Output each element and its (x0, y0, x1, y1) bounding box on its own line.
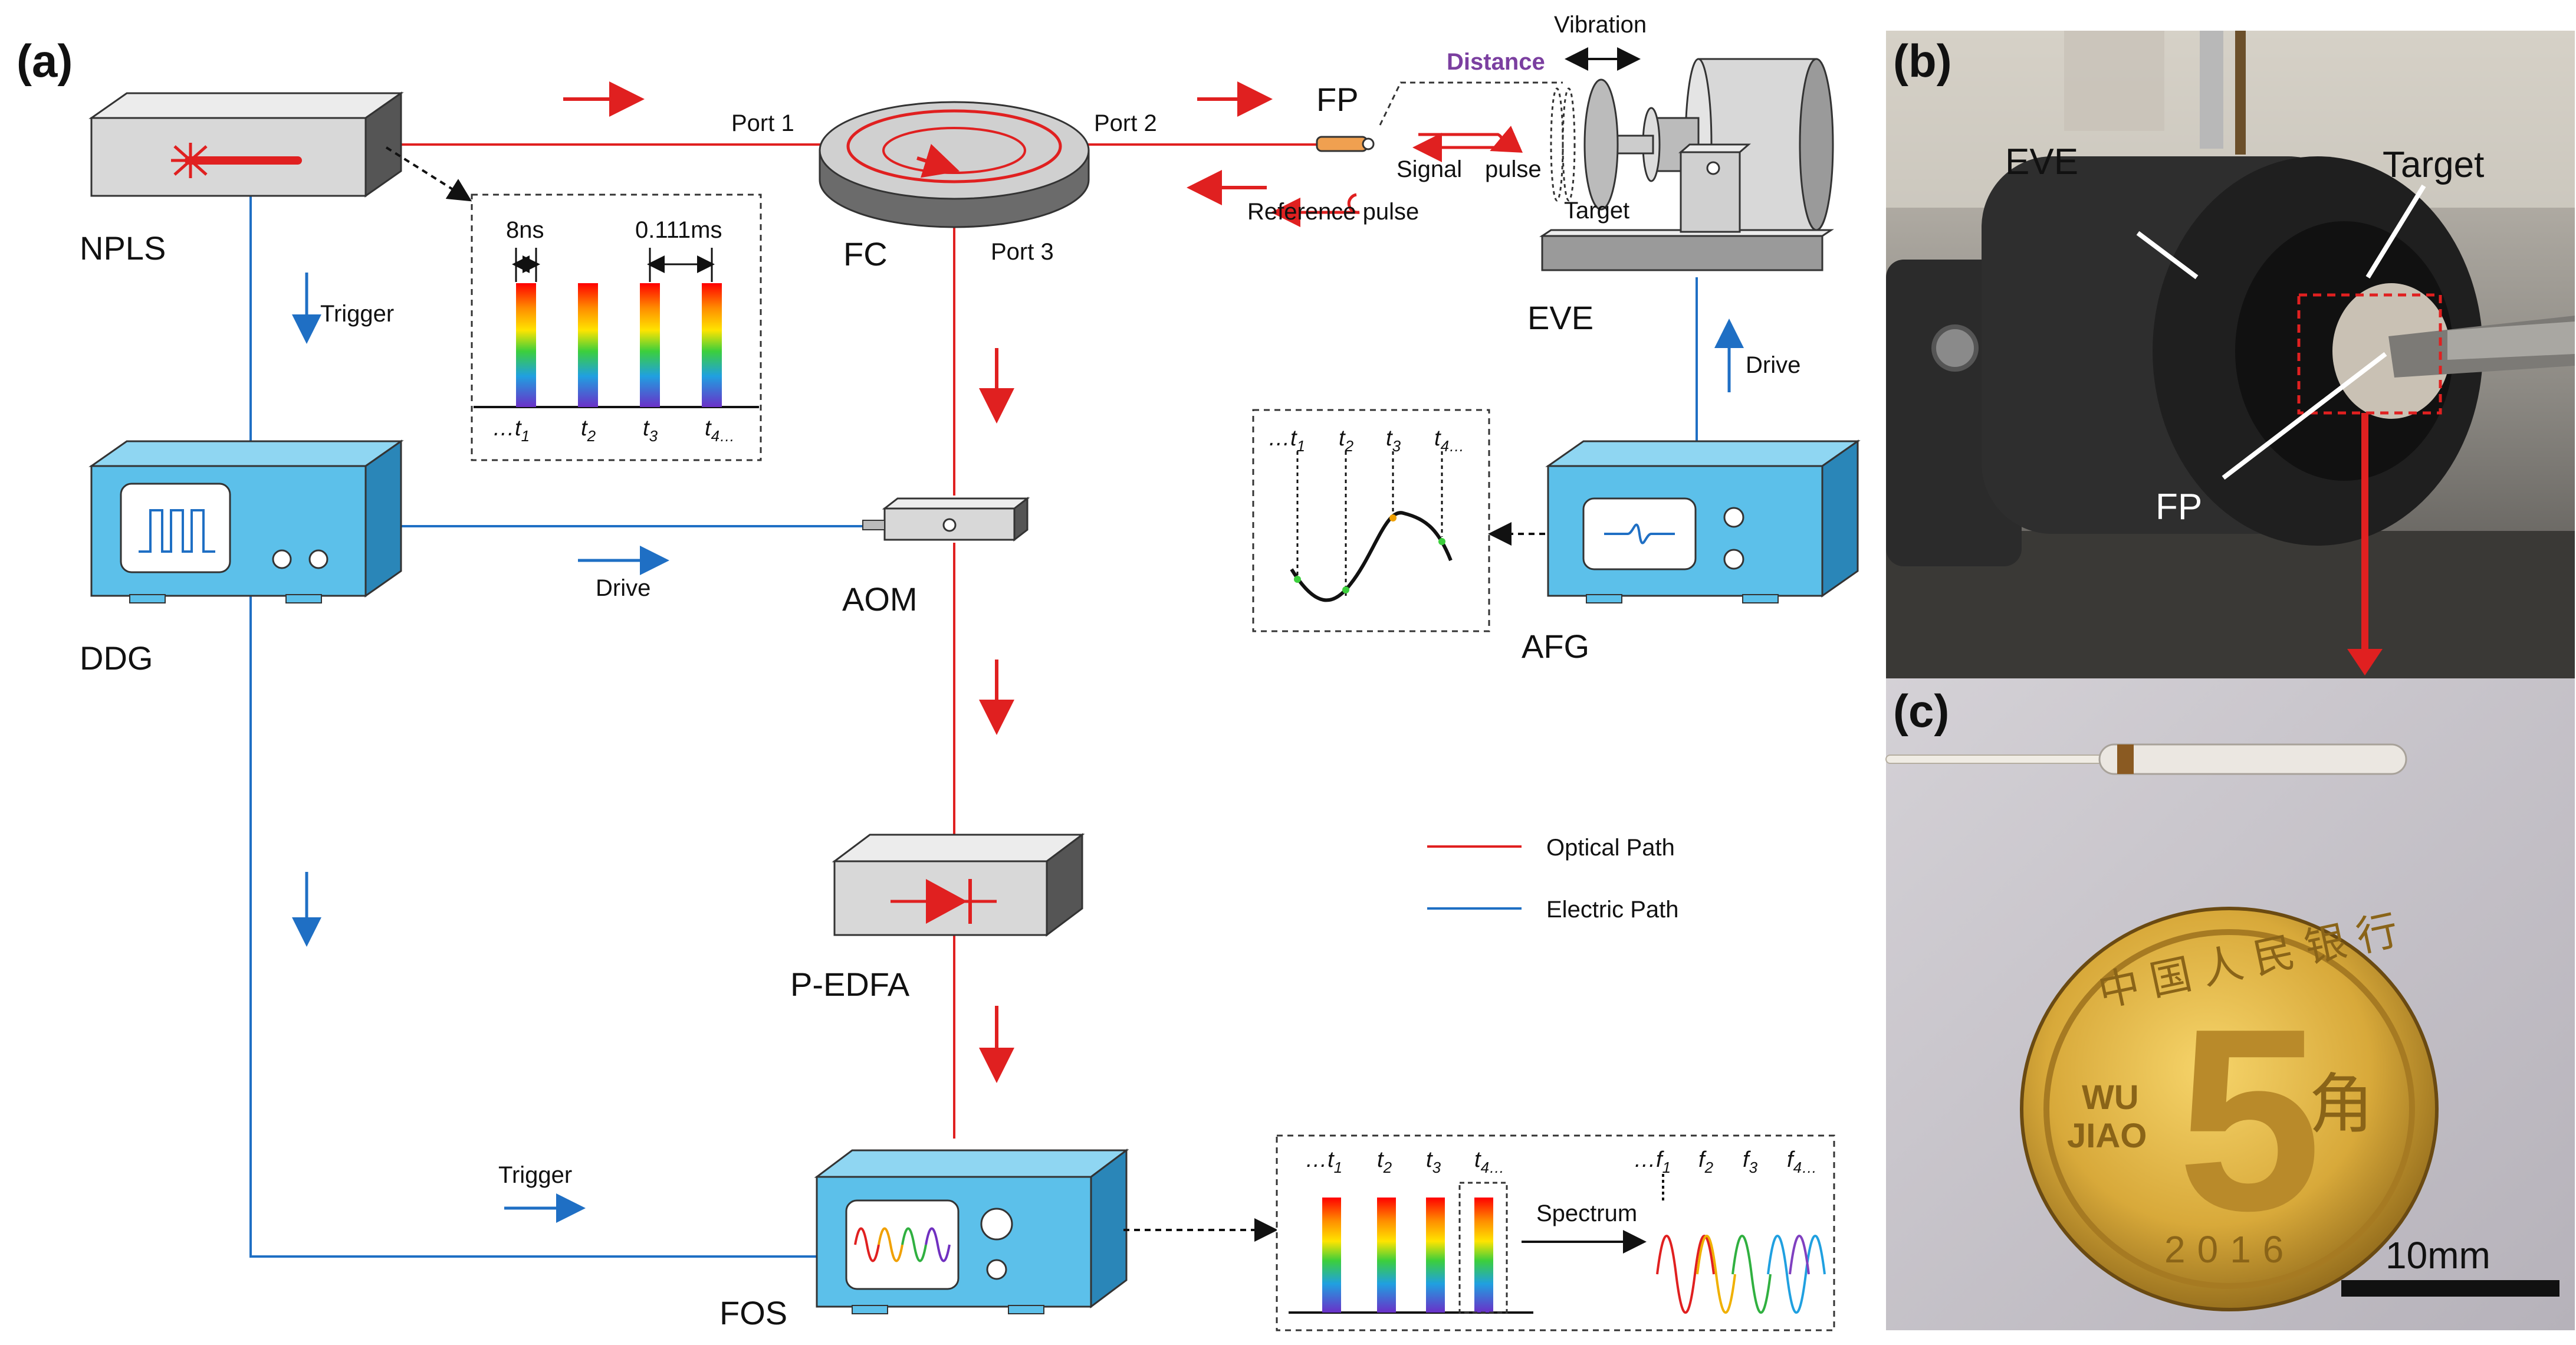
svg-text:t2: t2 (581, 416, 596, 445)
sine-display-icon (1604, 523, 1675, 544)
svg-text:…t1: …t1 (492, 416, 530, 445)
photo-b-eve-label: EVE (2005, 142, 2078, 182)
port3-label: Port 3 (991, 239, 1054, 265)
waveform-tick-labels: …t1 t2 t3 t4… (1268, 426, 1464, 455)
coin-value: 5 (2177, 975, 2322, 1265)
svg-text:t3: t3 (643, 416, 658, 445)
svg-text:f4…: f4… (1787, 1147, 1817, 1176)
pulse-label: pulse (1485, 156, 1542, 182)
pulse-bar-3 (640, 283, 660, 407)
coin-year: 2016 (2164, 1228, 2295, 1271)
scale-bar-label: 10mm (2386, 1234, 2490, 1277)
optical-paths (389, 143, 1318, 1139)
eve-label: EVE (1527, 299, 1593, 336)
pulse-train-inset (385, 146, 762, 461)
knob-icon (272, 549, 292, 569)
fc-label: FC (843, 235, 888, 273)
p-edfa-label: P-EDFA (790, 966, 910, 1003)
svg-text:t4…: t4… (1474, 1147, 1504, 1176)
spectrum-label: Spectrum (1536, 1200, 1637, 1226)
electric-arrows (292, 273, 1744, 1223)
svg-text:t2: t2 (1339, 426, 1354, 455)
eve-device (1539, 58, 1834, 271)
svg-text:t2: t2 (1377, 1147, 1392, 1176)
photo-b (1886, 31, 2575, 678)
aom-device (862, 496, 1030, 542)
panel-a-label: (a) (17, 35, 73, 87)
vibration-label: Vibration (1554, 12, 1647, 38)
svg-text:…t1: …t1 (1268, 426, 1305, 455)
coin-wu-label: WU (2082, 1078, 2139, 1117)
svg-text:t3: t3 (1426, 1147, 1441, 1176)
ddg-label: DDG (80, 639, 153, 677)
photo-b-fp-label: FP (2156, 487, 2202, 527)
spectrum-wave-icon (854, 1227, 951, 1262)
panel-c-label: (c) (1893, 685, 1949, 737)
svg-text:f2: f2 (1698, 1147, 1714, 1176)
panel-b-label: (b) (1893, 35, 1952, 87)
optical-arrows (563, 81, 1273, 1083)
pulse-bar-1 (516, 283, 536, 407)
legend-electric-label: Electric Path (1546, 897, 1679, 923)
trigger-bottom-label: Trigger (498, 1162, 572, 1188)
pulse-display-icon (139, 509, 215, 553)
pulse-period-label: 0.111ms (635, 217, 722, 243)
drive-aom-label: Drive (596, 575, 650, 601)
afg-label: AFG (1522, 628, 1589, 665)
legend (1427, 845, 1522, 910)
waveform-inset (1252, 409, 1545, 632)
trigger-top-label: Trigger (320, 301, 394, 327)
fc-device (819, 101, 1090, 228)
coin-jiao-label: JIAO (2067, 1117, 2147, 1155)
amplifier-triangle-icon (926, 879, 967, 924)
pulse-tick-labels: …t1 t2 t3 t4… (492, 416, 735, 445)
distance-label: Distance (1447, 49, 1545, 75)
photo-c (1885, 678, 2575, 1330)
npls-label: NPLS (80, 229, 166, 267)
svg-text:f3: f3 (1743, 1147, 1758, 1176)
aom-label: AOM (842, 580, 918, 618)
laser-burst-icon (171, 143, 210, 178)
reference-pulse-label: Reference pulse (1247, 199, 1419, 225)
p-edfa-device (832, 833, 1085, 937)
pulse-bar-4 (702, 283, 722, 407)
drive-eve-label: Drive (1746, 352, 1800, 378)
ddg-device (88, 439, 404, 603)
fos-label: FOS (719, 1294, 787, 1331)
signal-pulse-arrows (1271, 126, 1523, 227)
knob-icon (308, 549, 328, 569)
coin-right-char: 角 (2309, 1068, 2374, 1141)
svg-text:…t1: …t1 (1305, 1147, 1342, 1176)
svg-text:t4…: t4… (705, 416, 735, 445)
photo-b-target-label: Target (2383, 145, 2484, 185)
spectrum-inset (1123, 1134, 1835, 1331)
fp-probe (1316, 81, 1563, 152)
pulse-bar-2 (578, 283, 598, 407)
spectrum-f-ticks: …f1 f2 f3 f4… (1634, 1147, 1817, 1176)
electric-paths (249, 193, 1698, 1258)
npls-device (88, 91, 404, 198)
afg-device (1545, 439, 1861, 603)
fp-label: FP (1316, 81, 1359, 118)
spectrum-t-ticks: …t1 t2 t3 t4… (1305, 1147, 1504, 1176)
fos-device (814, 1149, 1129, 1314)
svg-text:t3: t3 (1386, 426, 1401, 455)
port1-label: Port 1 (731, 110, 794, 136)
legend-optical-label: Optical Path (1546, 835, 1675, 861)
target-label: Target (1564, 198, 1629, 224)
svg-text:…f1: …f1 (1634, 1147, 1671, 1176)
signal-label: Signal (1397, 156, 1462, 182)
svg-text:t4…: t4… (1434, 426, 1464, 455)
pulse-width-label: 8ns (506, 217, 544, 243)
port2-label: Port 2 (1094, 110, 1157, 136)
